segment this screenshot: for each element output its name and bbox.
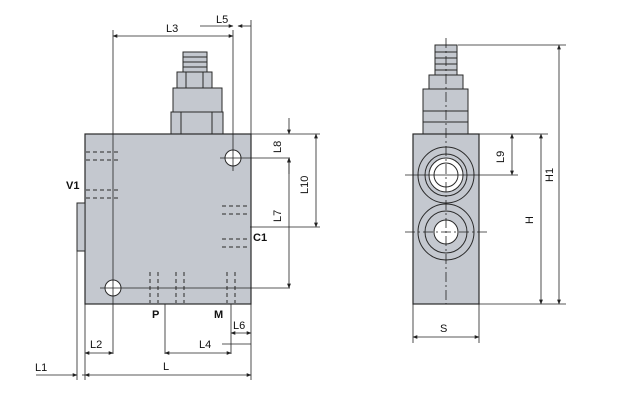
front-dimension-lines xyxy=(36,20,320,377)
front-side-plug xyxy=(76,202,86,252)
dim-label-h: H xyxy=(524,216,536,224)
dim-label-h1: H1 xyxy=(544,168,556,182)
front-center-lines xyxy=(76,30,290,380)
dim-label-l10: L10 xyxy=(299,176,311,194)
side-adjuster xyxy=(422,44,469,135)
dim-label-l4: L4 xyxy=(199,339,211,351)
dim-label-s: S xyxy=(440,323,447,335)
front-port-passages xyxy=(86,151,250,303)
dim-label-l2: L2 xyxy=(90,339,102,351)
dim-label-l3: L3 xyxy=(166,23,178,35)
dim-label-l6: L6 xyxy=(233,320,245,332)
dim-label-l9: L9 xyxy=(495,151,507,163)
front-view: L3 L5 L8 L10 L7 L2 L4 L6 L L1 V1 C1 P M xyxy=(35,14,320,380)
port-label-c1: C1 xyxy=(253,232,267,244)
side-view: L9 H H1 S xyxy=(405,38,566,343)
dim-label-l5: L5 xyxy=(216,14,228,26)
port-label-v1: V1 xyxy=(66,180,79,192)
port-label-p: P xyxy=(152,309,159,321)
dim-label-l8: L8 xyxy=(272,141,284,153)
side-dimension-lines xyxy=(412,44,561,339)
dim-label-l7: L7 xyxy=(272,210,284,222)
dim-label-l1: L1 xyxy=(35,362,47,374)
front-adjuster xyxy=(170,51,224,135)
port-label-m: M xyxy=(214,309,223,321)
dim-label-l: L xyxy=(163,361,169,373)
